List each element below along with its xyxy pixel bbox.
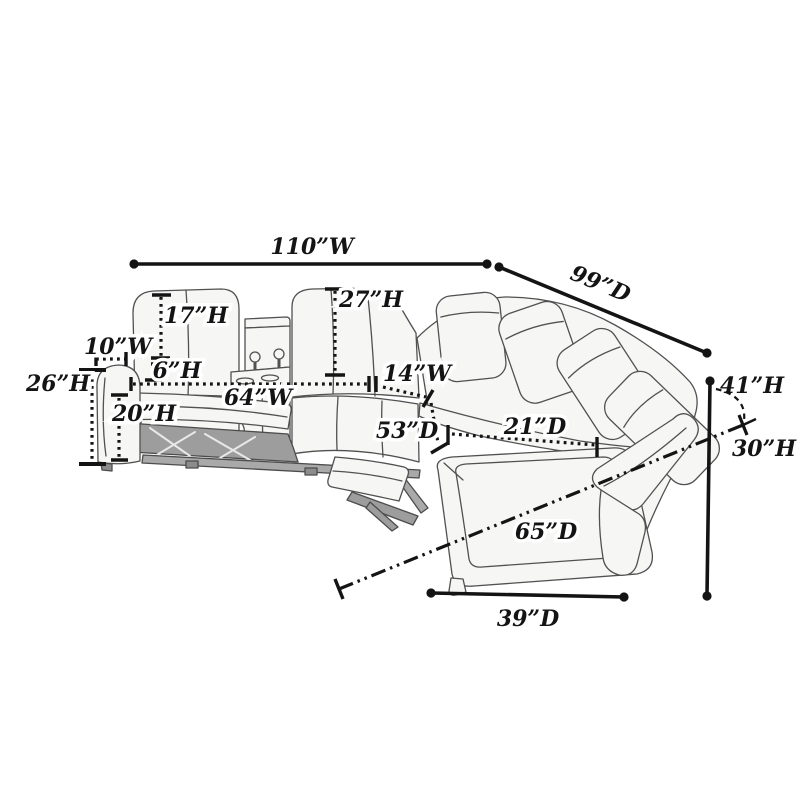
dim-label-14w: 14”W: [383, 361, 453, 387]
back-cushion-2: [498, 300, 584, 404]
dimension-overall-width: 110”W: [129, 231, 492, 269]
console-button-1: [249, 351, 261, 363]
dimension-reclined-height-30: 30”H: [715, 387, 800, 466]
right-arm-pillow-seam: [603, 427, 687, 487]
dim-label-64w: 64”W: [224, 385, 294, 411]
middle-footrest-strut: [365, 501, 399, 532]
dimension-left-width-64: 64”W: [129, 376, 378, 415]
sofa-foot-2: [304, 467, 318, 476]
dim-label-110w: 110”W: [270, 234, 356, 260]
left-arm-seam: [102, 377, 107, 457]
dimension-width-14: 14”W: [380, 358, 457, 408]
dim-label-17h: 17”H: [164, 303, 229, 329]
dimension-chaise-depth-39: 39”D: [426, 588, 629, 636]
middle-footrest-seam: [332, 470, 403, 482]
dim-label-20h: 20”H: [111, 401, 177, 427]
cupholder-2: [260, 374, 280, 382]
mid-seat-seam-1: [336, 396, 339, 451]
dim-label-41h: 41”H: [720, 373, 785, 399]
dim-label-53d: 53”D: [376, 418, 438, 444]
dim-label-27h: 27”H: [338, 287, 404, 313]
dim-label-26h: 26”H: [25, 371, 91, 397]
dimension-seat-depth-21: 21”D: [446, 411, 599, 457]
dimension-height-6: 6”H: [145, 355, 206, 388]
dimension-back-height-27: 27”H: [325, 284, 408, 377]
left-backrest-seam: [185, 289, 190, 397]
mid-seat-seam-2: [381, 400, 384, 458]
right-arm-pillow: [591, 413, 699, 511]
dim-label-39d: 39”D: [497, 606, 559, 632]
dimension-seat-height-20: 20”H: [107, 393, 181, 462]
dimension-arm-width-10: 10”W: [81, 331, 158, 366]
dimension-depth-53: 53”D: [372, 402, 449, 455]
mechanism-linkages: [149, 427, 256, 462]
console-lid: [244, 316, 291, 329]
left-footrest-seam: [123, 405, 288, 418]
dim-label-10w: 10”W: [84, 334, 154, 360]
mid-seat-front: [291, 395, 420, 463]
console-upper-front: [244, 325, 291, 372]
dimension-overall-height-41: 41”H: [702, 370, 789, 601]
dimension-back-height-17: 17”H: [151, 293, 233, 366]
dim-label-21d: 21”D: [503, 414, 566, 440]
right-arm-front: [598, 489, 647, 576]
front-recliner-corner-seam-1: [443, 462, 464, 481]
dim-label-30h: 30”H: [732, 436, 797, 462]
middle-footrest: [327, 456, 410, 502]
dim-label-65d: 65”D: [515, 519, 577, 545]
console-button-2: [273, 348, 285, 360]
dim-label-6h: 6”H: [153, 358, 203, 384]
dimension-arm-height-26: 26”H: [21, 368, 106, 466]
middle-footrest-arm: [346, 491, 419, 526]
middle-backrest: [291, 287, 420, 399]
sofa-foot-1: [185, 460, 199, 469]
dimension-reclined-depth-65: 65”D: [333, 423, 744, 600]
